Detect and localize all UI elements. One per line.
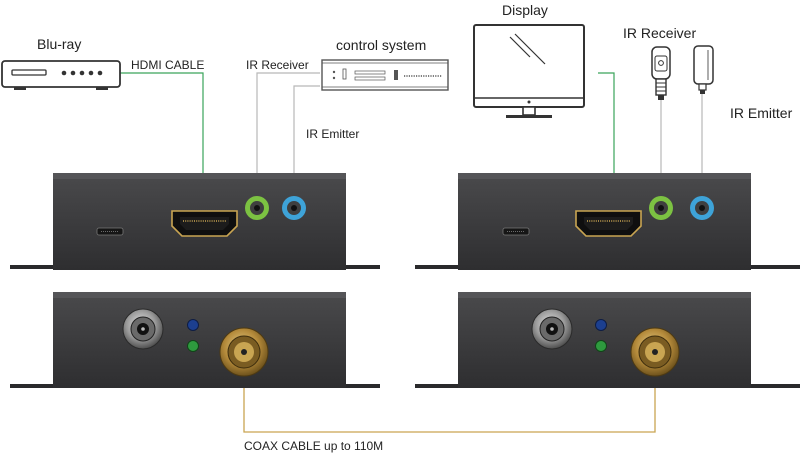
receiver-coax-panel	[415, 292, 800, 388]
micro-usb-port	[502, 227, 530, 236]
bluray-label: Blu-ray	[37, 36, 81, 52]
power-connector	[122, 308, 164, 350]
display-label: Display	[502, 2, 548, 18]
ir-receiver-icon	[651, 46, 671, 100]
ir-receiver-jack-green	[649, 196, 673, 220]
monitor-icon	[473, 24, 585, 118]
bluray-player-icon	[1, 60, 121, 90]
transmitter-coax-panel	[10, 292, 380, 388]
receiver-hdmi-panel	[415, 173, 800, 270]
ir-emitter-jack-blue	[690, 196, 714, 220]
led-blue	[595, 319, 607, 331]
ir-emitter-rx-label: IR Emitter	[730, 105, 793, 121]
power-connector	[531, 308, 573, 350]
led-green	[187, 340, 199, 352]
ir-receiver-line-tx	[256, 72, 320, 205]
bnc-connector	[219, 327, 269, 377]
micro-usb-port	[96, 227, 124, 236]
control-system-label: control system	[336, 37, 426, 53]
hdmi-cable-line	[120, 72, 204, 215]
coax-cable-label: COAX CABLE up to 110M	[244, 439, 383, 453]
bnc-connector	[630, 327, 680, 377]
led-blue	[187, 319, 199, 331]
ir-emitter-tx-label: IR Emitter	[306, 127, 359, 141]
ir-receiver-jack-green	[245, 196, 269, 220]
hdmi-port	[171, 210, 238, 237]
hdmi-port	[575, 210, 642, 237]
control-system-icon	[321, 59, 449, 91]
ir-receiver-rx-label: IR Receiver	[623, 25, 696, 41]
ir-emitter-jack-blue	[282, 196, 306, 220]
hdmi-cable-label: HDMI CABLE	[131, 58, 204, 72]
transmitter-hdmi-panel	[10, 173, 380, 270]
ir-emitter-line-tx	[293, 85, 320, 205]
hdmi-display-line	[598, 72, 615, 215]
ir-emitter-icon	[693, 45, 714, 94]
led-green	[595, 340, 607, 352]
ir-receiver-tx-label: IR Receiver	[246, 58, 309, 72]
coax-cable-line	[243, 355, 656, 433]
